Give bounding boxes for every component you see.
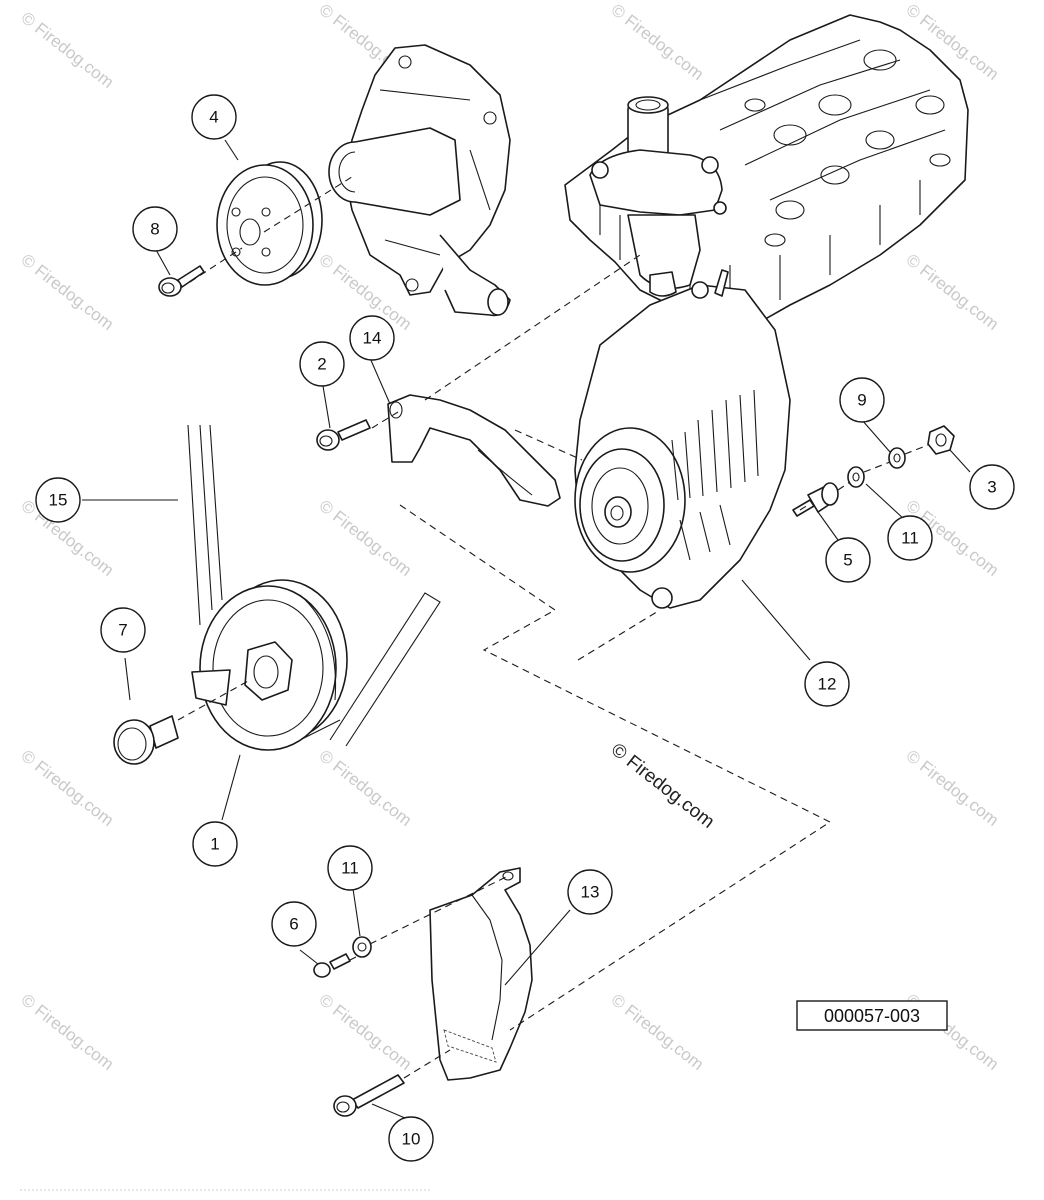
callout-label: 5 — [843, 551, 852, 570]
bolt-2 — [316, 419, 371, 451]
bolt-7 — [113, 715, 179, 765]
leader-lines — [82, 139, 971, 1119]
callout-label: 12 — [818, 675, 837, 694]
alternator-bracket — [387, 394, 561, 507]
callout-3: 3 — [969, 464, 1015, 510]
alternator — [574, 269, 791, 609]
callout-label: 11 — [341, 859, 359, 878]
callout-label: 6 — [289, 915, 298, 934]
callout-13: 14 — [349, 315, 395, 361]
callout-2: 2 — [299, 341, 345, 387]
callout-11: 11 — [887, 515, 933, 561]
callout-label: 11 — [901, 529, 919, 548]
callout-1: 1 — [192, 821, 238, 867]
callout-12: 12 — [804, 661, 850, 707]
callout-label: 13 — [581, 883, 600, 902]
callout-label: 1 — [210, 835, 219, 854]
watermark-text: © Firedog.com — [316, 746, 416, 830]
callout-label: 2 — [317, 355, 326, 374]
crankshaft-pulley — [191, 579, 348, 751]
water-pump-pulley — [216, 161, 323, 286]
callout-9: 9 — [839, 377, 885, 423]
callout-6: 6 — [271, 901, 317, 947]
watermark-text: © Firedog.com — [316, 990, 416, 1074]
watermark-text: © Firedog.com — [608, 0, 708, 84]
water-pump — [328, 44, 511, 317]
cylinder-head — [564, 14, 969, 326]
lock-washer-9 — [888, 447, 906, 469]
callout-5: 5 — [825, 537, 871, 583]
callout-label: 7 — [118, 621, 127, 640]
bolt-10 — [333, 1074, 405, 1117]
callout-4: 4 — [191, 94, 237, 140]
watermark-text: © Firedog.com — [18, 8, 118, 92]
callout-label: 3 — [987, 478, 996, 497]
watermark-text: © Firedog.com — [608, 990, 708, 1074]
callout-label: 4 — [209, 108, 218, 127]
callout-8: 8 — [132, 206, 178, 252]
callout-15: 13 — [567, 869, 613, 915]
watermark-text-center: © Firedog.com — [607, 739, 718, 832]
drawing-code-box: 000057-003 — [796, 1000, 948, 1031]
assembly-lines — [177, 174, 929, 1079]
bushing-5 — [792, 482, 839, 517]
nut-3 — [927, 425, 955, 455]
callout-label: 8 — [150, 220, 159, 239]
watermark-text: © Firedog.com — [903, 746, 1003, 830]
belt-guard — [429, 867, 533, 1081]
bolt-6 — [313, 953, 351, 978]
watermark-text: © Firedog.com — [18, 746, 118, 830]
callout-label: 10 — [402, 1130, 421, 1149]
callout-7: 7 — [100, 607, 146, 653]
watermark-text: © Firedog.com — [18, 990, 118, 1074]
washer-11 — [847, 466, 865, 488]
callout-label: 15 — [49, 491, 68, 510]
washer-11-lower — [352, 936, 372, 958]
callout-10: 10 — [388, 1116, 434, 1162]
watermark-text: © Firedog.com — [316, 496, 416, 580]
callout-14: 15 — [35, 477, 81, 523]
callout-label: 9 — [857, 391, 866, 410]
v-belt — [187, 424, 441, 747]
bolt-8 — [158, 265, 205, 297]
callout-label: 14 — [363, 329, 382, 348]
watermark-text: © Firedog.com — [903, 250, 1003, 334]
drawing-code: 000057-003 — [824, 1006, 920, 1026]
watermark-text: © Firedog.com — [18, 250, 118, 334]
callout-11-lower: 11 — [327, 845, 373, 891]
